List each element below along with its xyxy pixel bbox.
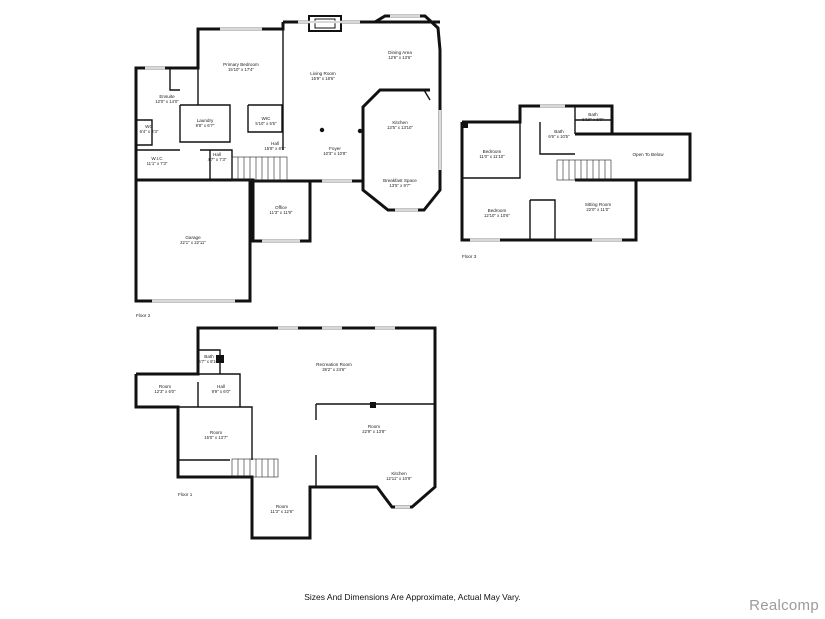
room-name: Dining Area [388, 50, 412, 55]
room-name: Bedroom [488, 208, 507, 213]
room-dims: 12'6" x 13'6" [388, 55, 412, 60]
room-dims: 15'0" x 13'7" [204, 435, 228, 440]
room-dims: 15'9" x 18'6" [311, 76, 335, 81]
room-name: Room [159, 384, 171, 389]
room-dims: 4'7" x 7'3" [208, 157, 227, 162]
room-name: Bedroom [483, 149, 502, 154]
room-dims: 9'9" x 6'0" [212, 389, 231, 394]
room-name: Recreation Room [316, 362, 352, 367]
room-name: WC [145, 124, 153, 129]
room-name: WIC [262, 116, 272, 121]
floor-1-plan: Bath 6'7" x 8'10" Recreation Room 36'2" … [134, 326, 437, 540]
room-dims: 22'1" x 22'11" [180, 240, 206, 245]
room-name: Hall [213, 152, 221, 157]
room-name: Bath [588, 112, 598, 117]
room-name: Open To Below [632, 152, 664, 157]
floor-label: Floor 3 [462, 254, 477, 259]
room-dims: 5'10" x 5'5" [255, 121, 277, 126]
room-dims: 11'0" x 11'10" [479, 154, 505, 159]
room-name: Living Room [310, 71, 336, 76]
floor-label: Floor 1 [178, 492, 193, 497]
room-dims: 6'6" x 10'5" [548, 134, 570, 139]
room-name: Sitting Room [585, 202, 611, 207]
room-dims: 12'11" x 10'9" [386, 476, 412, 481]
room-dims: 11'3" x 12'6" [270, 509, 294, 514]
room-dims: 13'5" x 13'10" [387, 125, 413, 130]
floor-label: Floor 2 [136, 313, 151, 318]
room-name: Room [276, 504, 288, 509]
brand-watermark: Realcomp [749, 597, 819, 614]
room-name: Office [275, 205, 287, 210]
room-dims: 8'8" x 6'7" [196, 123, 215, 128]
room-dims: 22'0" x 11'0" [586, 207, 610, 212]
floor-3-plan: Bath 5'10" x 5'0" Bath 6'6" x 10'5" Bedr… [460, 104, 692, 259]
room-dims: 12'3" x 6'0" [154, 389, 176, 394]
room-name: Foyer [329, 146, 341, 151]
floor-2-plan: Primary Bedroom 15'10" x 17'4" Living Ro… [134, 14, 442, 318]
room-name: Garage [185, 235, 201, 240]
room-dims: 12'0" x 14'0" [155, 99, 179, 104]
room-dims: 11'1" x 7'3" [147, 161, 168, 166]
room-dims: 6'4" x 3'3" [140, 129, 159, 134]
room-dims: 15'8" x 8'5" [264, 146, 286, 151]
room-name: Bath [554, 129, 564, 134]
disclaimer-text: Sizes And Dimensions Are Approximate, Ac… [304, 592, 521, 602]
room-dims: 15'10" x 17'4" [228, 67, 254, 72]
room-name: Ensuite [159, 94, 175, 99]
room-name: Hall [217, 384, 225, 389]
room-name: Kitchen [392, 120, 408, 125]
room-dims: 22'9" x 13'8" [362, 429, 386, 434]
room-dims: 5'10" x 5'0" [582, 117, 604, 122]
room-name: Kitchen [391, 471, 407, 476]
room-dims: 6'7" x 8'10" [198, 359, 220, 364]
room-dims: 36'2" x 24'6" [322, 367, 346, 372]
room-dims: 13'5" x 9'7" [389, 183, 411, 188]
room-name: Room [210, 430, 222, 435]
room-dims: 11'3" x 11'9" [270, 210, 293, 215]
room-name: Primary Bedroom [223, 62, 259, 67]
room-name: Laundry [197, 118, 214, 123]
room-name: Room [368, 424, 380, 429]
room-name: Breakfast Space [383, 178, 417, 183]
room-name: Hall [271, 141, 279, 146]
room-dims: 10'3" x 10'8" [323, 151, 347, 156]
room-name: Bath [204, 354, 214, 359]
room-dims: 12'10" x 10'6" [484, 213, 510, 218]
room-name: W.I.C [151, 156, 163, 161]
